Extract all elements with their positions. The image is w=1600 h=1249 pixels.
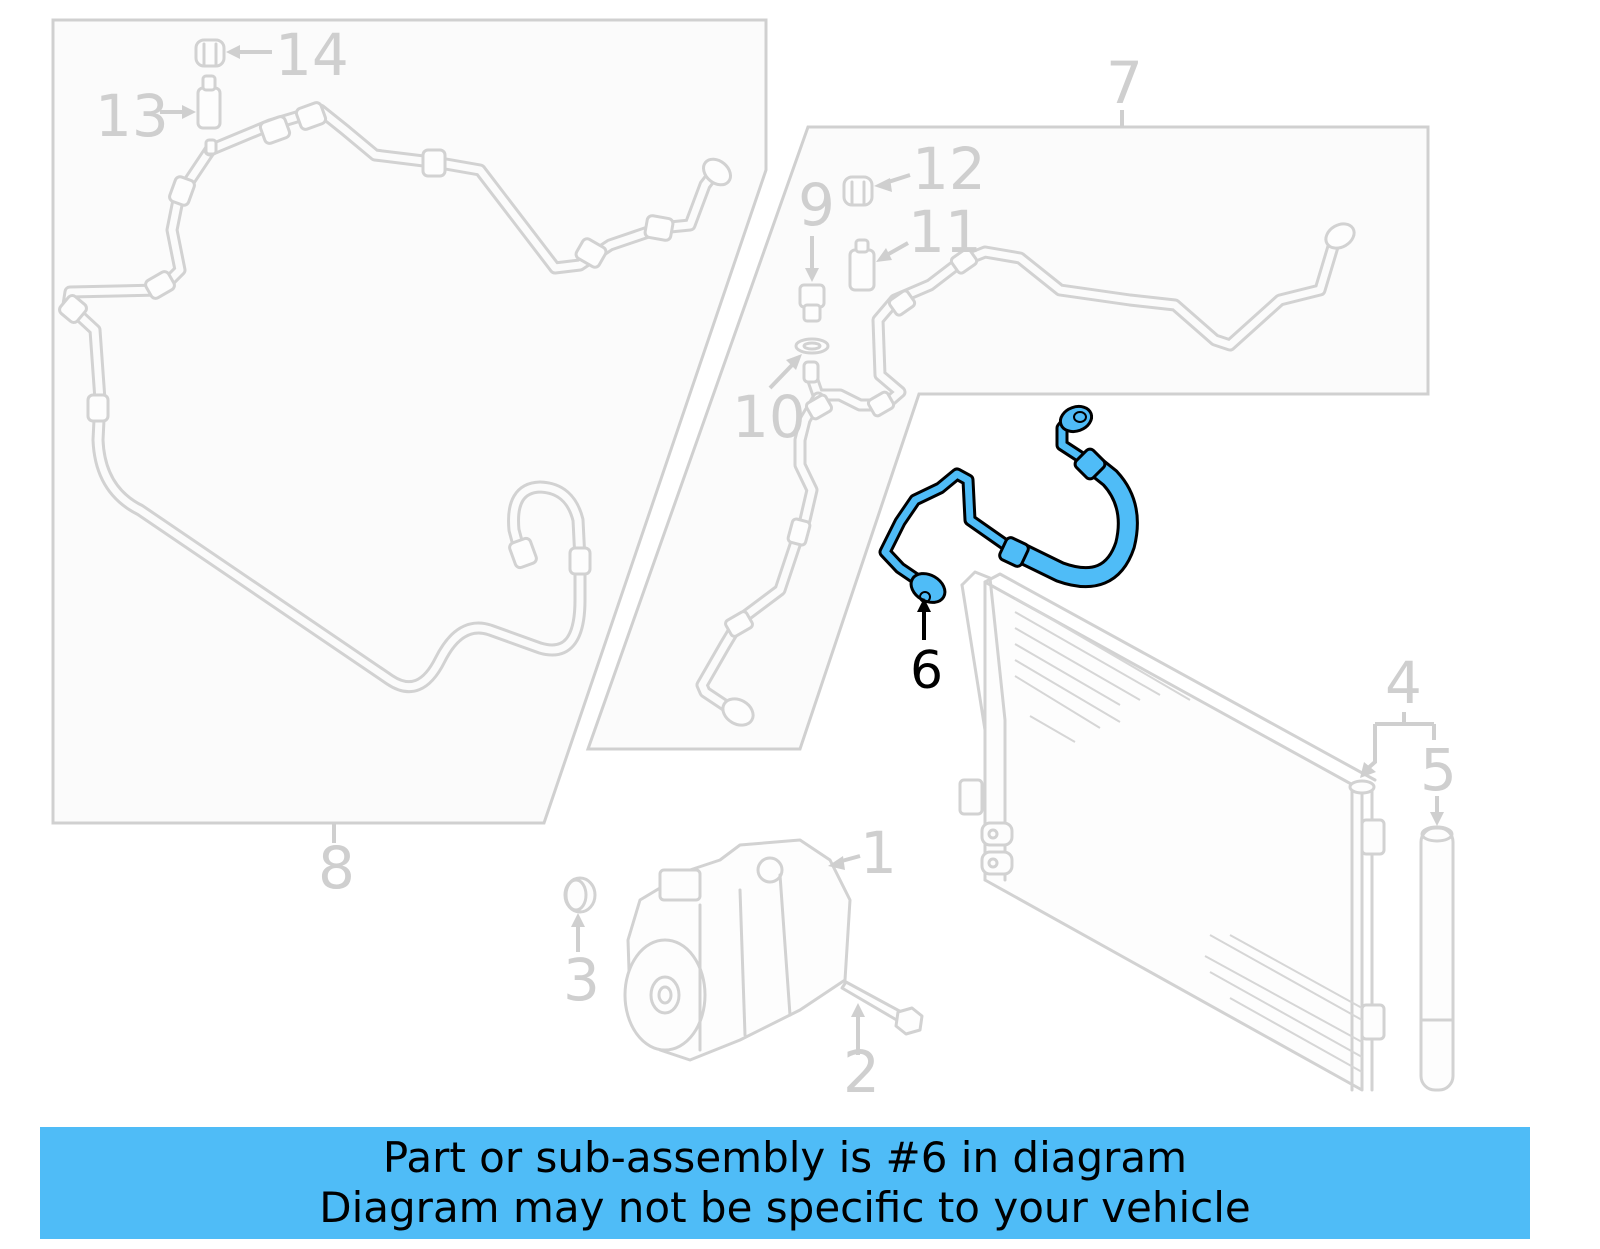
plug-3-drawing — [563, 876, 597, 914]
leader-6: 6 — [910, 598, 943, 701]
leader-1: 1 — [828, 819, 897, 887]
callout-14: 14 — [275, 21, 349, 89]
callout-11: 11 — [908, 198, 982, 266]
leader-9: 9 — [798, 171, 835, 282]
leader-8: 8 — [318, 834, 355, 902]
pressure-switch-9-drawing — [798, 283, 826, 323]
callout-10: 10 — [732, 383, 806, 451]
callout-2: 2 — [843, 1038, 880, 1106]
valve-cap-12-drawing — [842, 175, 874, 207]
info-banner: Part or sub-assembly is #6 in diagram Di… — [40, 1127, 1530, 1239]
leader-3: 3 — [563, 913, 600, 1014]
line-assembly-8-drawing — [58, 101, 732, 694]
condenser-4-drawing — [958, 570, 1386, 1092]
callout-5: 5 — [1420, 736, 1457, 804]
leader-11: 11 — [876, 198, 982, 266]
leader-10: 10 — [732, 354, 806, 451]
panel-assembly-7 — [585, 110, 1430, 751]
callout-3: 3 — [563, 946, 600, 1014]
leader-4: 4 — [1360, 649, 1436, 778]
callout-12: 12 — [912, 135, 986, 203]
banner-line-disclaimer: Diagram may not be specific to your vehi… — [319, 1183, 1251, 1232]
callout-4: 4 — [1385, 649, 1422, 717]
callout-7: 7 — [1106, 49, 1143, 117]
service-valve-13-drawing — [196, 74, 222, 130]
bolt-2-drawing — [840, 980, 924, 1036]
panel-assembly-8 — [51, 18, 768, 843]
o-ring-10-drawing — [794, 337, 830, 355]
leader-2: 2 — [843, 1003, 880, 1106]
leader-12: 12 — [874, 135, 986, 203]
line-assembly-7-drawing — [695, 222, 1356, 727]
receiver-drier-5-drawing — [1419, 825, 1455, 1092]
compressor-1-drawing — [623, 838, 852, 1062]
callout-13: 13 — [95, 82, 169, 150]
callout-8: 8 — [318, 834, 355, 902]
leader-14: 14 — [226, 21, 349, 89]
callout-1: 1 — [860, 819, 897, 887]
banner-line-part-number: Part or sub-assembly is #6 in diagram — [382, 1133, 1188, 1182]
leader-5: 5 — [1420, 736, 1457, 826]
leader-7: 7 — [1106, 49, 1143, 117]
valve-cap-14-drawing — [194, 38, 226, 68]
callout-9: 9 — [798, 171, 835, 239]
refrigerant-hose-6-highlighted[interactable] — [878, 402, 1139, 608]
leader-13: 13 — [95, 82, 196, 150]
service-valve-11-drawing — [848, 238, 876, 292]
callout-6: 6 — [910, 641, 943, 701]
